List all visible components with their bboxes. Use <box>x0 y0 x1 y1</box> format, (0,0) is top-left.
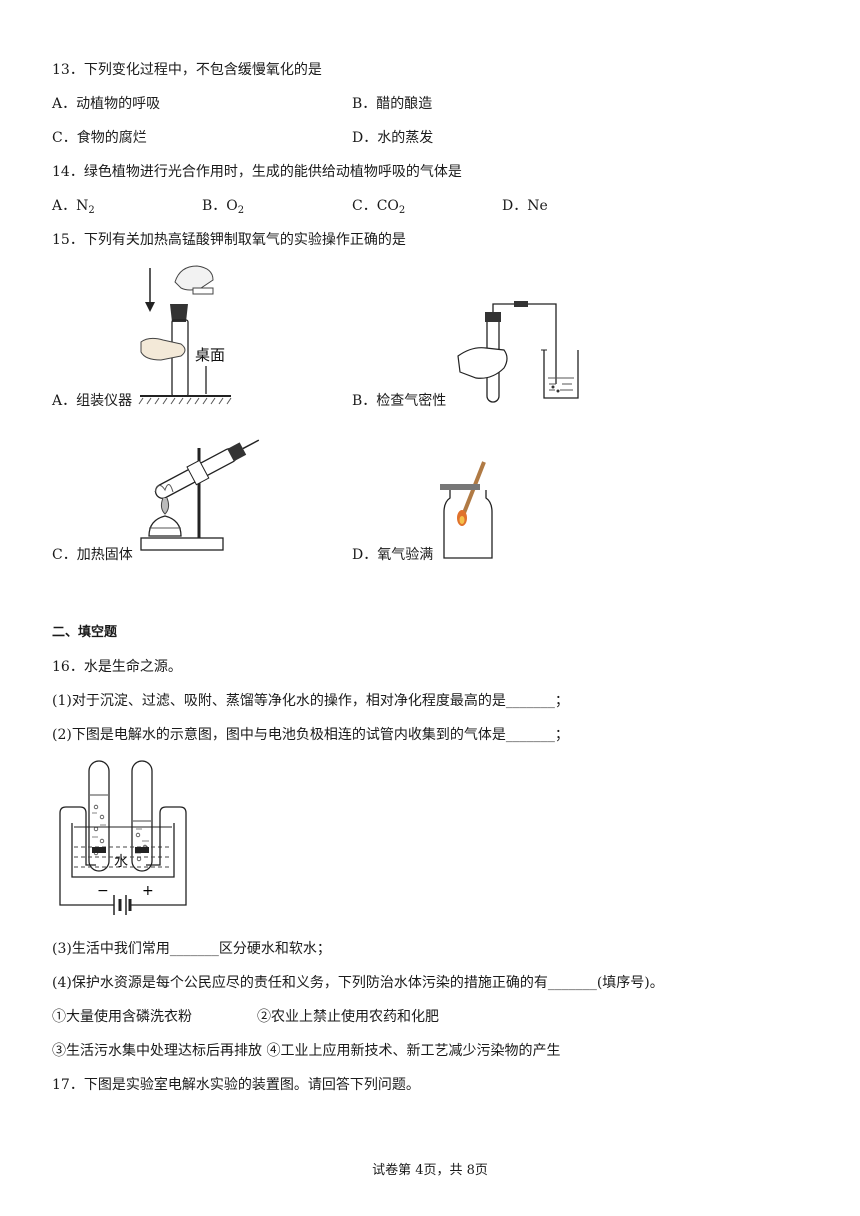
q16-choice-1: ①大量使用含磷洗衣粉 <box>52 1009 192 1025</box>
minus-sign: − <box>97 883 109 899</box>
q14-option-a: A．N2 <box>52 198 95 216</box>
heating-solid-figure <box>140 439 260 551</box>
q16-choices-3-4: ③生活污水集中处理达标后再排放 ④工业上应用新技术、新工艺减少污染物的产生 <box>52 1043 561 1059</box>
assemble-apparatus-figure: 桌面 <box>138 265 232 405</box>
q16-part-1: (1)对于沉淀、过滤、吸附、蒸馏等净化水的操作，相对净化程度最高的是______… <box>52 693 569 709</box>
q15-option-d: D．氧气验满 <box>352 547 434 563</box>
q16-part-3: (3)生活中我们常用_______区分硬水和软水； <box>52 941 331 957</box>
desk-label: 桌面 <box>195 346 225 364</box>
q14-option-d: D．Ne <box>502 198 548 214</box>
section-title: 二、填空题 <box>52 625 118 640</box>
airtightness-check-figure <box>457 301 579 403</box>
oxygen-full-test-figure <box>440 461 493 559</box>
q15-option-b: B．检查气密性 <box>352 393 447 409</box>
q14-option-c: C．CO2 <box>352 198 406 216</box>
plus-sign: + <box>142 883 154 899</box>
q15-stem: 15．下列有关加热高锰酸钾制取氧气的实验操作正确的是 <box>52 232 406 248</box>
q15-option-a: A．组装仪器 <box>52 393 133 409</box>
q17-stem: 17．下图是实验室电解水实验的装置图。请回答下列问题。 <box>52 1077 420 1093</box>
q16-stem: 16．水是生命之源。 <box>52 659 182 675</box>
water-electrolysis-figure: 水 − + <box>59 760 187 915</box>
q16-choice-2: ②农业上禁止使用农药和化肥 <box>257 1009 439 1025</box>
q16-part-2: (2)下图是电解水的示意图，图中与电池负极相连的试管内收集到的气体是______… <box>52 727 569 743</box>
q13-stem: 13．下列变化过程中，不包含缓慢氧化的是 <box>52 62 322 78</box>
q13-option-d: D．水的蒸发 <box>352 130 434 146</box>
q14-option-b: B．O2 <box>202 198 245 216</box>
q15-option-c: C．加热固体 <box>52 547 133 563</box>
q13-option-b: B．醋的酿造 <box>352 96 433 112</box>
q16-part-4: (4)保护水资源是每个公民应尽的责任和义务，下列防治水体污染的措施正确的有___… <box>52 975 664 991</box>
q14-stem: 14．绿色植物进行光合作用时，生成的能供给动植物呼吸的气体是 <box>52 164 462 180</box>
page-footer: 试卷第 4页，共 8页 <box>372 1163 488 1178</box>
q13-option-c: C．食物的腐烂 <box>52 130 147 146</box>
q13-option-a: A．动植物的呼吸 <box>52 96 161 112</box>
water-label: 水 <box>114 854 128 870</box>
